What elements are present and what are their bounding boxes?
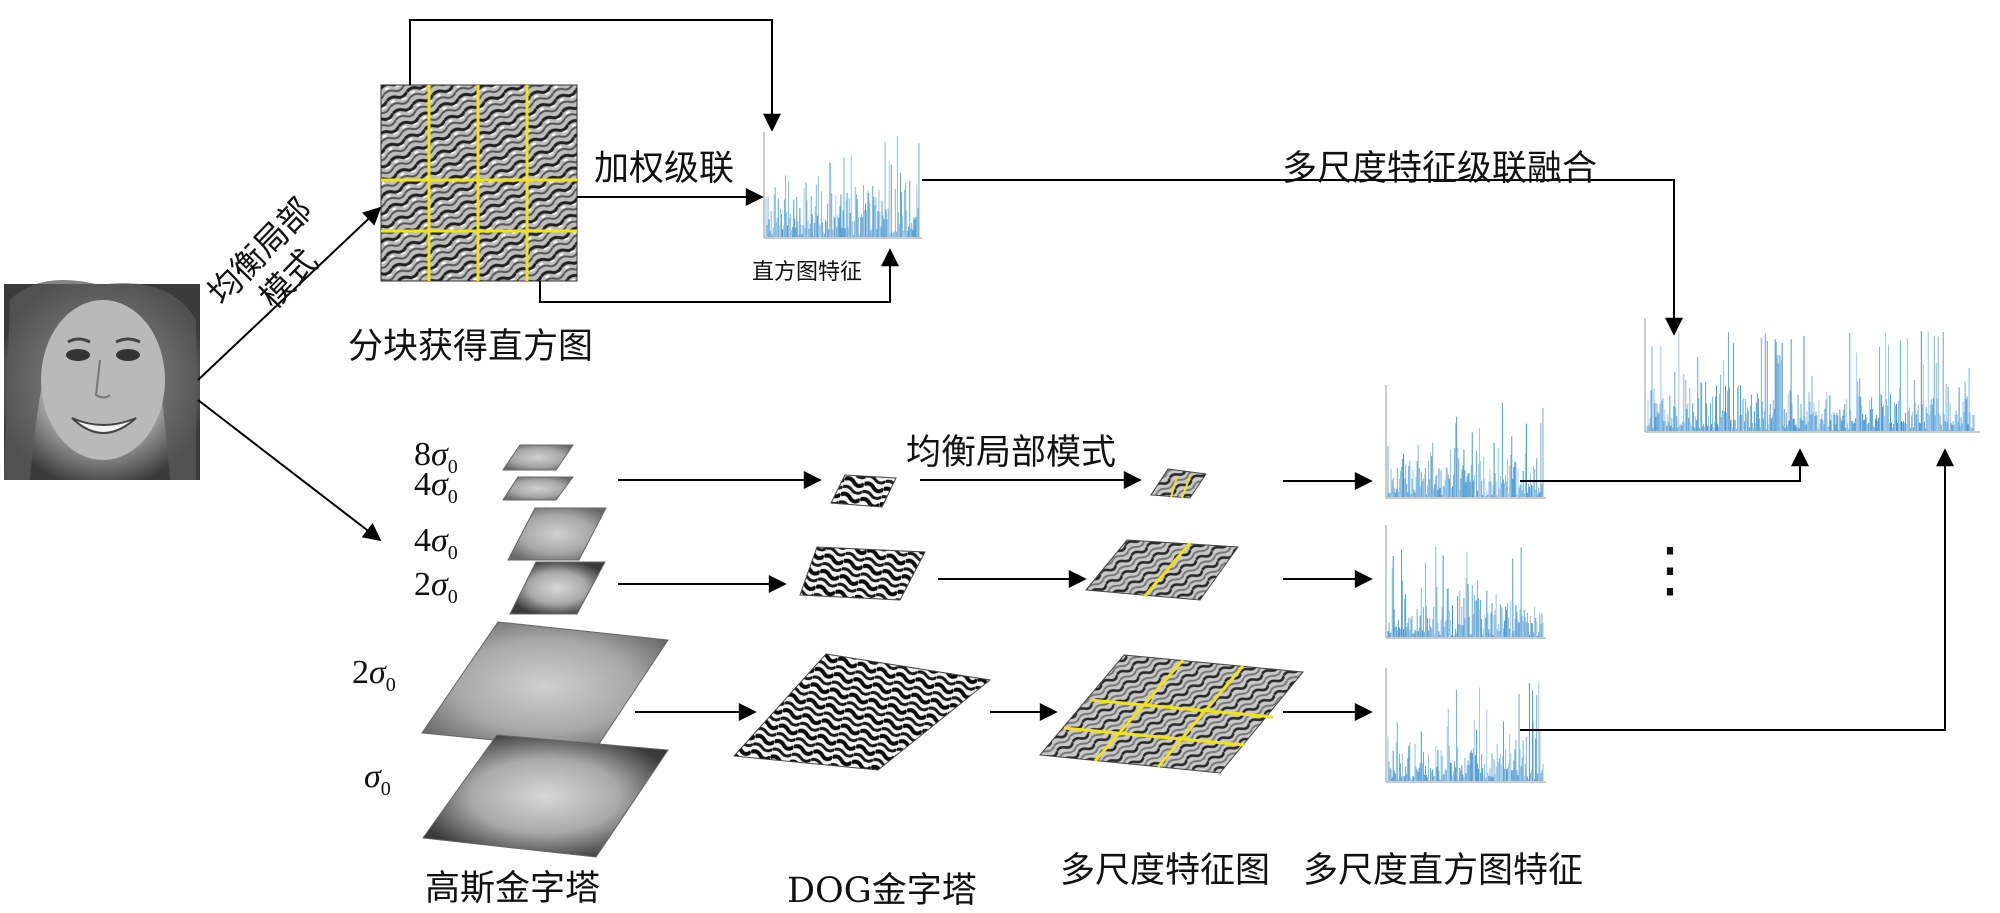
histogram-feature-label: 直方图特征 (752, 260, 863, 285)
sigma-coef: 8 (414, 436, 431, 473)
fused-histogram-chart (1644, 318, 1980, 433)
sigma-sub: 0 (380, 777, 391, 800)
sigma-label-4a: 4σ0 (414, 466, 458, 508)
sigma-coef: 4 (414, 466, 431, 503)
sigma-sub: 0 (385, 673, 396, 696)
sigma-label-8: 8σ0 (414, 436, 458, 478)
gaussian-pyramid-label: 高斯金字塔 (425, 869, 601, 909)
sigma-coef: 2 (414, 566, 431, 603)
multiscale-histogram-1 (1385, 385, 1546, 499)
sigma-label-4b: 4σ0 (414, 522, 458, 564)
sigma-sub: 0 (447, 541, 458, 564)
arrow-lbp-top-loop (409, 19, 781, 132)
weighted-cascade-label: 加权级联 (594, 149, 735, 189)
sigma-sub: 0 (447, 455, 458, 478)
ellipsis-dots: ⋮ (1640, 535, 1700, 605)
arrow-lbp-bottom-loop (539, 248, 899, 303)
lbp-block-image (380, 84, 578, 282)
block-histogram-label: 分块获得直方图 (348, 327, 594, 367)
multiscale-feature-map-label: 多尺度特征图 (1060, 851, 1271, 891)
input-face-image (4, 280, 200, 480)
dog-pyramid-layers (732, 474, 992, 771)
sigma-coef: 4 (414, 522, 431, 559)
arrow-hist1-to-fused (1520, 448, 1809, 482)
multiscale-feature-maps (1039, 468, 1304, 774)
sigma-sub: 0 (447, 585, 458, 608)
dog-pyramid-label: DOG金字塔 (787, 871, 977, 911)
gaussian-pyramid-layers (421, 444, 669, 858)
sigma-sub: 0 (447, 485, 458, 508)
arrow-face-to-lbp (197, 206, 382, 381)
sigma-label-2a: 2σ0 (414, 566, 458, 608)
sigma-label-1: σ0 (364, 758, 391, 800)
lbp-mid-label: 均衡局部模式 (906, 433, 1117, 473)
multiscale-fusion-label: 多尺度特征级联融合 (1282, 149, 1598, 189)
sigma-label-2b: 2σ0 (352, 654, 396, 696)
sigma-coef: 2 (352, 654, 369, 691)
top-histogram-chart (763, 132, 922, 239)
arrow-hist3-to-fused (1520, 448, 1954, 731)
flow-arrows (197, 19, 1954, 731)
multiscale-histogram-2 (1385, 525, 1546, 639)
arrow-hist-to-fused (922, 179, 1683, 336)
arrow-face-to-pyramid (197, 399, 382, 542)
multiscale-histogram-label: 多尺度直方图特征 (1303, 851, 1584, 891)
multiscale-histogram-3 (1385, 668, 1546, 783)
